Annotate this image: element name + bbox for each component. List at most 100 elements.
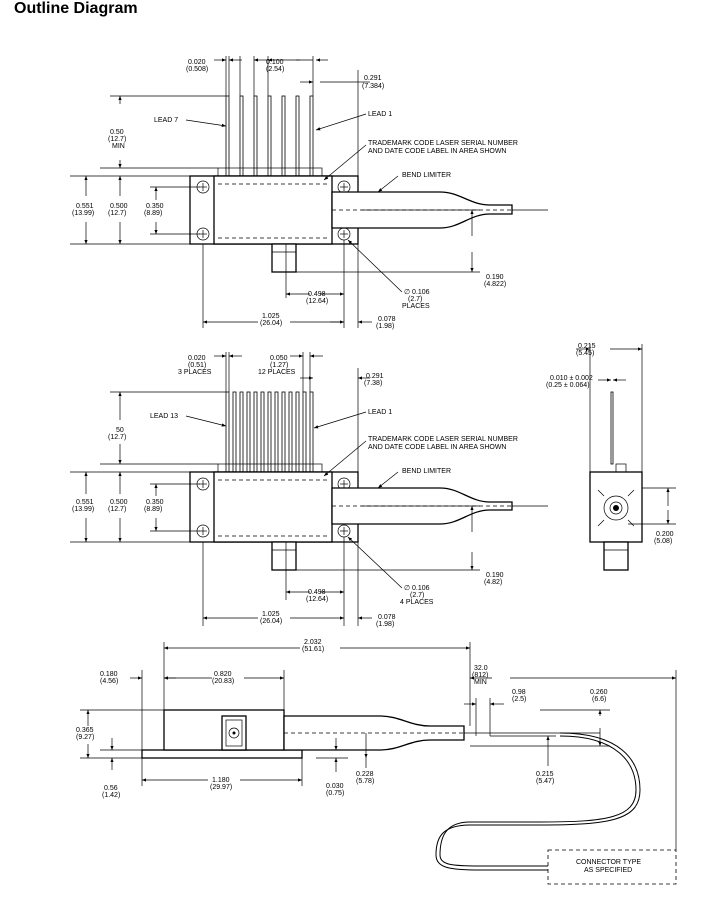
side-bend-limiter [283, 715, 465, 751]
side-098: 0.98 [512, 689, 526, 696]
v2-0078-mm: (1.98) [376, 621, 394, 628]
v2-0106: ∅ 0.106 [404, 585, 430, 592]
v1-lead7: LEAD 7 [154, 117, 178, 124]
v1-places: PLACES [402, 303, 430, 310]
v2-bend: BEND LIMITER [402, 468, 451, 475]
connector-box [547, 849, 677, 885]
v1-0078-mm: (1.98) [376, 323, 394, 330]
side-098-mm: (2.5) [512, 696, 526, 703]
v2-tm1: TRADEMARK CODE LASER SERIAL NUMBER [368, 436, 518, 443]
v1-0498-mm: (12.64) [306, 298, 328, 305]
view1-leads [217, 95, 323, 177]
v2-0078: 0.078 [378, 614, 396, 621]
v1-min: MIN [112, 143, 125, 150]
v2-50-mm: (12.7) [108, 434, 126, 441]
side-2032: 2.032 [304, 639, 322, 646]
v2-12places: 12 PLACES [258, 369, 296, 376]
v2-0050-mm: (1.27) [270, 362, 288, 369]
v2-0350: 0.350 [146, 499, 164, 506]
v1-tm1: TRADEMARK CODE LASER SERIAL NUMBER [368, 140, 518, 147]
v1-0020: 0.020 [188, 59, 206, 66]
v1-1025-mm: (26.04) [260, 320, 282, 327]
v2-0551: 0.551 [76, 499, 94, 506]
side-0030: 0.030 [326, 783, 344, 790]
end-0200-mm: (5.08) [654, 538, 672, 545]
v2-0190: 0.190 [486, 572, 504, 579]
side-320: 32.0 [474, 665, 488, 672]
v1-lead1: LEAD 1 [368, 111, 392, 118]
view2-leads [217, 391, 323, 473]
v2-0020: 0.020 [188, 355, 206, 362]
end-0215-mm: (5.45) [576, 350, 594, 357]
view2-top: 0.020 (0.51) 3 PLACES 0.050 (1.27) 12 PL… [70, 352, 548, 628]
v1-tm2: AND DATE CODE LABEL IN AREA SHOWN [368, 148, 506, 155]
side-0180-mm: (4.56) [100, 678, 118, 685]
v2-0498-mm: (12.64) [306, 596, 328, 603]
side-1180: 1.180 [212, 777, 230, 784]
v2-3places: 3 PLACES [178, 369, 212, 376]
side-0365-mm: (9.27) [76, 734, 94, 741]
view1-stub [271, 243, 297, 273]
view1-top: 0.020 (0.508) 0.100 (2.54) 0.291 (7.384)… [70, 56, 548, 330]
side-0215-mm: (5.47) [536, 778, 554, 785]
v2-1025-mm: (26.04) [260, 618, 282, 625]
side-0820-mm: (20.83) [212, 678, 234, 685]
side-0260: 0.260 [590, 689, 608, 696]
end-view: 0.215 (5.45) 0.010 ± 0.002 (0.25 ± 0.064… [546, 343, 676, 571]
v2-0498: 0.498 [308, 589, 326, 596]
v2-0500-mm: (12.7) [108, 506, 126, 513]
side-056: 0.56 [104, 785, 118, 792]
v1-0020-mm: (0.508) [186, 66, 208, 73]
v1-0291-mm: (7.384) [362, 83, 384, 90]
v1-1025: 1.025 [262, 313, 280, 320]
v2-0291-mm: (7.38) [364, 380, 382, 387]
v1-0498: 0.498 [308, 291, 326, 298]
end-0215: 0.215 [578, 343, 596, 350]
side-1180-mm: (29.97) [210, 784, 232, 791]
v1-050-mm: (12.7) [108, 136, 126, 143]
v1-0551: 0.551 [76, 203, 94, 210]
view2-package [213, 471, 333, 543]
conn-type: CONNECTOR TYPE [576, 859, 641, 866]
v1-0551-mm: (13.99) [72, 210, 94, 217]
side-flange [141, 749, 303, 759]
v1-050: 0.50 [110, 129, 124, 136]
side-0365: 0.365 [76, 727, 94, 734]
v1-0500: 0.500 [110, 203, 128, 210]
end-0010-mm: (0.25 ± 0.064) [546, 382, 590, 389]
v2-tm2: AND DATE CODE LABEL IN AREA SHOWN [368, 444, 506, 451]
side-2032-mm: (51.61) [302, 646, 324, 653]
view1-package [213, 175, 333, 245]
v1-bend: BEND LIMITER [402, 172, 451, 179]
v1-0350-mm: (8.89) [144, 210, 162, 217]
v2-lead13: LEAD 13 [150, 413, 178, 420]
side-0030-mm: (0.75) [326, 790, 344, 797]
end-0200: 0.200 [656, 531, 674, 538]
v2-0291: 0.291 [366, 373, 384, 380]
page-title: Outline Diagram [14, 0, 138, 17]
v1-0500-mm: (12.7) [108, 210, 126, 217]
v1-0106: ∅ 0.106 [404, 289, 430, 296]
side-0215: 0.215 [536, 771, 554, 778]
v2-lead1: LEAD 1 [368, 409, 392, 416]
side-0260-mm: (6.6) [592, 696, 606, 703]
v2-4places: 4 PLACES [400, 599, 434, 606]
v1-0350: 0.350 [146, 203, 164, 210]
side-min: MIN [474, 679, 487, 686]
v2-0551-mm: (13.99) [72, 506, 94, 513]
v2-0020-mm: (0.51) [188, 362, 206, 369]
v2-0350-mm: (8.89) [144, 506, 162, 513]
side-0180: 0.180 [100, 671, 118, 678]
v1-0190-mm: (4.822) [484, 281, 506, 288]
side-320-mm: (812) [472, 672, 488, 679]
side-view: 2.032 (51.61) 0.180 (4.56) 0.820 (20.83)… [76, 639, 677, 885]
v1-0078: 0.078 [378, 316, 396, 323]
v2-0106-mm: (2.7) [410, 592, 424, 599]
side-0820: 0.820 [214, 671, 232, 678]
v1-0190: 0.190 [486, 274, 504, 281]
v1-0100: 0.100 [266, 59, 284, 66]
side-0228-mm: (5.78) [356, 778, 374, 785]
side-0228: 0.228 [356, 771, 374, 778]
v1-0291: 0.291 [364, 75, 382, 82]
